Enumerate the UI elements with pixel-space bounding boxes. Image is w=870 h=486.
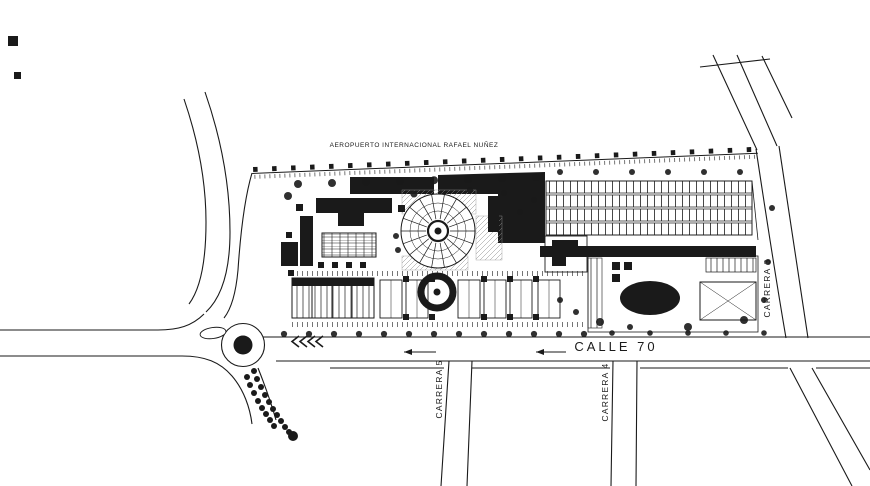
- airport-label: AEROPUERTO INTERNACIONAL RAFAEL NUÑEZ: [330, 140, 499, 149]
- street-label-calle-70: CALLE 70: [574, 339, 657, 354]
- right-complex: [540, 246, 759, 333]
- labels-layer: AEROPUERTO INTERNACIONAL RAFAEL NUÑEZ CA…: [330, 140, 772, 421]
- street-label-carrera-5: CARRERA 5: [434, 360, 444, 419]
- street-label-carrera-3: CARRERA 3: [762, 259, 772, 318]
- street-label-carrera-4: CARRERA 4: [600, 363, 610, 422]
- airport-fence: [251, 146, 759, 179]
- road-markings: [290, 335, 566, 355]
- trees-layer: [280, 169, 775, 338]
- roundabout: [199, 322, 266, 368]
- fan-plaza: [400, 193, 476, 269]
- parking-area: [545, 180, 759, 241]
- roads-layer: [0, 54, 870, 486]
- frame-marks: [8, 36, 21, 79]
- ring-plaza: [417, 272, 457, 312]
- direction-chevrons: [290, 335, 324, 348]
- pier-dots: [244, 368, 298, 441]
- housing-rows: [290, 271, 586, 327]
